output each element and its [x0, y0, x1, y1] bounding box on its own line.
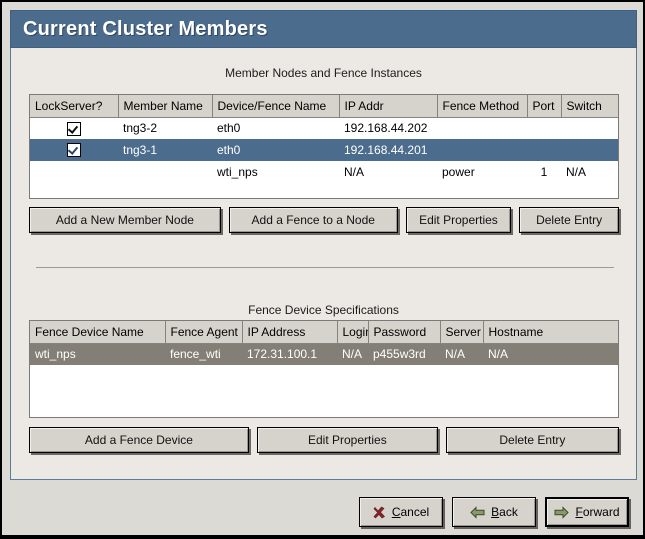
section-divider [36, 267, 614, 268]
edit-properties-button-member[interactable]: Edit Properties [405, 207, 512, 233]
cancel-x-icon [373, 506, 386, 519]
page-title: Current Cluster Members [23, 17, 268, 40]
cell-device-fence-name: eth0 [217, 121, 241, 136]
cancel-button[interactable]: Cancel [359, 497, 443, 527]
cell-lockserver[interactable] [30, 161, 118, 183]
table-row[interactable]: wti_nps fence_wti 172.31.100.1 N/A p455w… [30, 343, 618, 365]
delete-entry-button-member[interactable]: Delete Entry [519, 207, 619, 233]
cell-ip-addr: 192.168.44.202 [344, 121, 428, 136]
cell-fence-method [437, 139, 527, 161]
dialog-content: Member Nodes and Fence Instances LockSer… [10, 48, 637, 480]
member-table-header-row: LockServer? Member Name Device/Fence Nam… [30, 95, 618, 118]
table-row-empty[interactable] [30, 387, 618, 409]
dialog-footer: Cancel Back Forward [2, 488, 645, 539]
checkbox-lockserver[interactable] [67, 143, 81, 158]
cell-ip-address: 172.31.100.1 [242, 343, 337, 365]
fence-table-header-row: Fence Device Name Fence Agent IP Address… [30, 321, 618, 344]
dialog-titlebar: Current Cluster Members [10, 10, 637, 48]
col-login[interactable]: Login [337, 321, 369, 344]
cell-member-name [118, 161, 212, 183]
table-row[interactable]: tng3-2 eth0 192.168.44.202 [30, 117, 618, 139]
cell-password: p455w3rd [368, 343, 440, 365]
add-fence-device-button[interactable]: Add a Fence Device [29, 427, 249, 453]
arrow-right-icon [554, 505, 570, 519]
col-hostname[interactable]: Hostname [483, 321, 618, 344]
cell-fence-method [437, 117, 527, 139]
table-row[interactable]: tng3-1 eth0 192.168.44.201 [30, 139, 618, 161]
member-section-heading: Member Nodes and Fence Instances [225, 66, 422, 80]
forward-button[interactable]: Forward [545, 497, 629, 527]
add-new-member-node-button[interactable]: Add a New Member Node [29, 207, 221, 233]
cell-ip-addr: 192.168.44.201 [339, 139, 437, 161]
cell-fence-device-name: wti_nps [30, 343, 165, 365]
cell-device-fence-name: eth0 [212, 139, 339, 161]
cell-switch [561, 139, 618, 161]
cell-server: N/A [440, 343, 483, 365]
col-switch[interactable]: Switch [561, 95, 618, 118]
col-ip-addr[interactable]: IP Addr [339, 95, 438, 118]
cell-port: 1 [540, 165, 548, 179]
cell-device-fence-name: wti_nps [217, 165, 258, 179]
col-fence-method[interactable]: Fence Method [437, 95, 528, 118]
col-ip-address[interactable]: IP Address [242, 321, 338, 344]
edit-properties-button-fence[interactable]: Edit Properties [256, 427, 438, 453]
arrow-left-icon [470, 505, 485, 519]
cell-ip-addr: N/A [344, 165, 365, 179]
col-password[interactable]: Password [368, 321, 441, 344]
col-lockserver[interactable]: LockServer? [30, 95, 119, 118]
fence-devices-table[interactable]: Fence Device Name Fence Agent IP Address… [29, 320, 619, 418]
back-button[interactable]: Back [452, 497, 536, 527]
fence-section-buttons: Add a Fence Device Edit Properties Delet… [29, 427, 619, 453]
delete-entry-button-fence[interactable]: Delete Entry [445, 427, 619, 453]
col-device-fence-name[interactable]: Device/Fence Name [212, 95, 340, 118]
col-port[interactable]: Port [527, 95, 562, 118]
cell-hostname: N/A [483, 343, 618, 365]
col-fence-device-name[interactable]: Fence Device Name [30, 321, 166, 344]
back-button-label: Back [491, 505, 518, 519]
member-section-buttons: Add a New Member Node Add a Fence to a N… [29, 207, 619, 233]
cell-port [527, 139, 561, 161]
cell-lockserver[interactable] [30, 117, 118, 139]
cell-lockserver[interactable] [30, 139, 118, 161]
cell-member-name: tng3-1 [118, 139, 212, 161]
table-row[interactable]: wti_nps N/A power 1 N/A [30, 161, 618, 183]
cell-login: N/A [337, 343, 368, 365]
cell-fence-agent: fence_wti [165, 343, 242, 365]
cell-switch: N/A [566, 165, 587, 179]
cell-fence-method: power [442, 165, 475, 179]
checkbox-lockserver[interactable] [67, 121, 81, 136]
add-fence-to-node-button[interactable]: Add a Fence to a Node [228, 207, 398, 233]
col-fence-agent[interactable]: Fence Agent [165, 321, 243, 344]
cancel-button-label: Cancel [391, 505, 430, 519]
cell-member-name: tng3-2 [123, 121, 158, 136]
col-server[interactable]: Server [440, 321, 484, 344]
col-member-name[interactable]: Member Name [118, 95, 213, 118]
table-row-empty[interactable] [30, 365, 618, 387]
cell-switch [561, 117, 618, 139]
cell-port [527, 117, 561, 139]
forward-button-label: Forward [575, 505, 620, 519]
fence-section-heading: Fence Device Specifications [248, 303, 399, 317]
member-nodes-table[interactable]: LockServer? Member Name Device/Fence Nam… [29, 94, 619, 199]
